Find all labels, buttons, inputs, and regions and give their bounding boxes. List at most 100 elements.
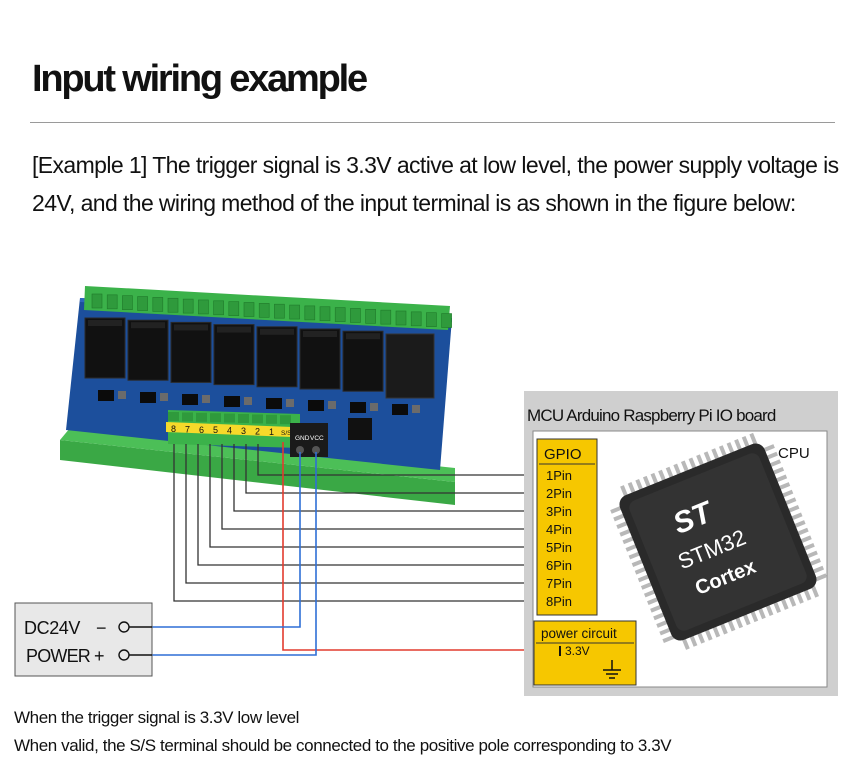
input-screw xyxy=(266,414,277,424)
resistor xyxy=(244,397,252,405)
signal-wire xyxy=(257,444,544,476)
input-terminal-label: 5 xyxy=(213,425,218,435)
top-terminal-screw xyxy=(137,296,148,311)
top-terminal-screw xyxy=(213,300,224,316)
resistor xyxy=(286,399,294,407)
relay xyxy=(84,317,126,379)
chip-pin xyxy=(610,505,623,514)
chip-pin xyxy=(643,589,657,598)
relay xyxy=(342,330,384,392)
input-terminal-label: 6 xyxy=(199,425,204,435)
chip-pin xyxy=(811,565,825,574)
top-terminal-screw xyxy=(380,309,392,325)
chip-pin xyxy=(634,566,648,575)
chip-pin xyxy=(805,550,818,559)
optocoupler xyxy=(308,400,324,411)
chip-pin xyxy=(656,619,669,628)
relay-top-edge xyxy=(174,324,208,331)
chip-pin xyxy=(640,581,654,590)
input-screw xyxy=(196,412,207,422)
chip-pin xyxy=(771,466,785,476)
chip-pin xyxy=(688,457,697,471)
chip-pin xyxy=(774,474,788,483)
chip-pin xyxy=(726,442,735,455)
chip-pin xyxy=(783,497,797,506)
chip-pin xyxy=(765,603,774,617)
plus-symbol: + xyxy=(94,646,105,666)
stm32-chip: ST STM32 Cortex xyxy=(610,432,828,650)
chip-pin xyxy=(627,482,636,495)
gpio-block xyxy=(536,438,598,616)
resistor xyxy=(160,393,168,401)
led-block xyxy=(348,418,372,440)
top-terminal-screw xyxy=(365,308,376,324)
optocoupler xyxy=(224,396,240,407)
chip-pin xyxy=(777,482,791,491)
top-terminal-screw xyxy=(304,305,316,321)
gnd-screw xyxy=(296,446,304,454)
chip-pin xyxy=(718,445,728,458)
chip-pin xyxy=(631,558,645,567)
relay-top-edge xyxy=(88,320,122,326)
ground-icon xyxy=(603,660,621,679)
chip-pin xyxy=(703,451,712,464)
gpio-pin-label: 6Pin xyxy=(546,558,572,573)
optocoupler xyxy=(140,392,156,403)
chip-pin xyxy=(653,612,666,621)
input-terminal-label: 3 xyxy=(241,426,246,436)
input-screw xyxy=(224,413,235,423)
gpio-pin-label: 8Pin xyxy=(546,594,572,609)
chip-pin xyxy=(673,463,682,477)
chip-pin xyxy=(637,573,651,583)
optocoupler xyxy=(392,404,408,415)
resistor xyxy=(202,395,210,403)
chip-pin xyxy=(788,594,797,607)
chip-pin xyxy=(616,520,629,529)
chip-pin xyxy=(780,597,789,610)
chip-pin xyxy=(635,478,644,492)
chip-pin xyxy=(796,527,809,536)
input-screw xyxy=(280,415,291,425)
chip-pin xyxy=(681,637,690,650)
relay-top-edge xyxy=(217,326,251,333)
chip-pin xyxy=(620,485,629,498)
chip-pin xyxy=(734,615,743,629)
top-terminal-screw xyxy=(274,303,285,319)
relay xyxy=(170,321,212,383)
chip-pin xyxy=(704,627,713,641)
chip-pin xyxy=(659,627,672,636)
input-label-strip xyxy=(166,422,292,437)
chip-pin xyxy=(647,596,660,606)
top-terminal-screw xyxy=(426,312,437,328)
cpu-label: CPU xyxy=(778,445,810,462)
intro-text: [Example 1] The trigger signal is 3.3V a… xyxy=(32,152,839,216)
input-terminal-label: S/S xyxy=(281,430,292,437)
chip-pin xyxy=(734,439,743,452)
relay-top-edge xyxy=(303,331,337,337)
input-terminal-label: 1 xyxy=(269,427,274,437)
relay-top-edge xyxy=(260,328,294,335)
signal-wires xyxy=(173,444,544,602)
signal-wire xyxy=(233,444,544,512)
relay-top-edge xyxy=(346,333,380,340)
gnd-label: GND xyxy=(295,435,310,442)
input-screw xyxy=(168,412,179,421)
top-terminal-screw xyxy=(243,302,255,317)
power-supply: DC24V − POWER + xyxy=(14,602,153,677)
optocoupler xyxy=(266,398,282,409)
top-terminal-screw xyxy=(122,295,133,311)
chip-pin xyxy=(808,558,821,567)
chip-pin xyxy=(625,543,639,552)
page-title: Input wiring example xyxy=(32,58,368,100)
chip-pin xyxy=(742,612,751,626)
signal-wire xyxy=(209,444,544,548)
chip-pin xyxy=(810,584,820,598)
blue-wire-gnd xyxy=(152,452,301,628)
chip-pin xyxy=(642,475,652,489)
chip-top xyxy=(629,453,807,631)
top-terminal-screw xyxy=(441,313,452,328)
gpio-label: GPIO xyxy=(544,446,582,463)
power-supply-box xyxy=(14,602,153,677)
